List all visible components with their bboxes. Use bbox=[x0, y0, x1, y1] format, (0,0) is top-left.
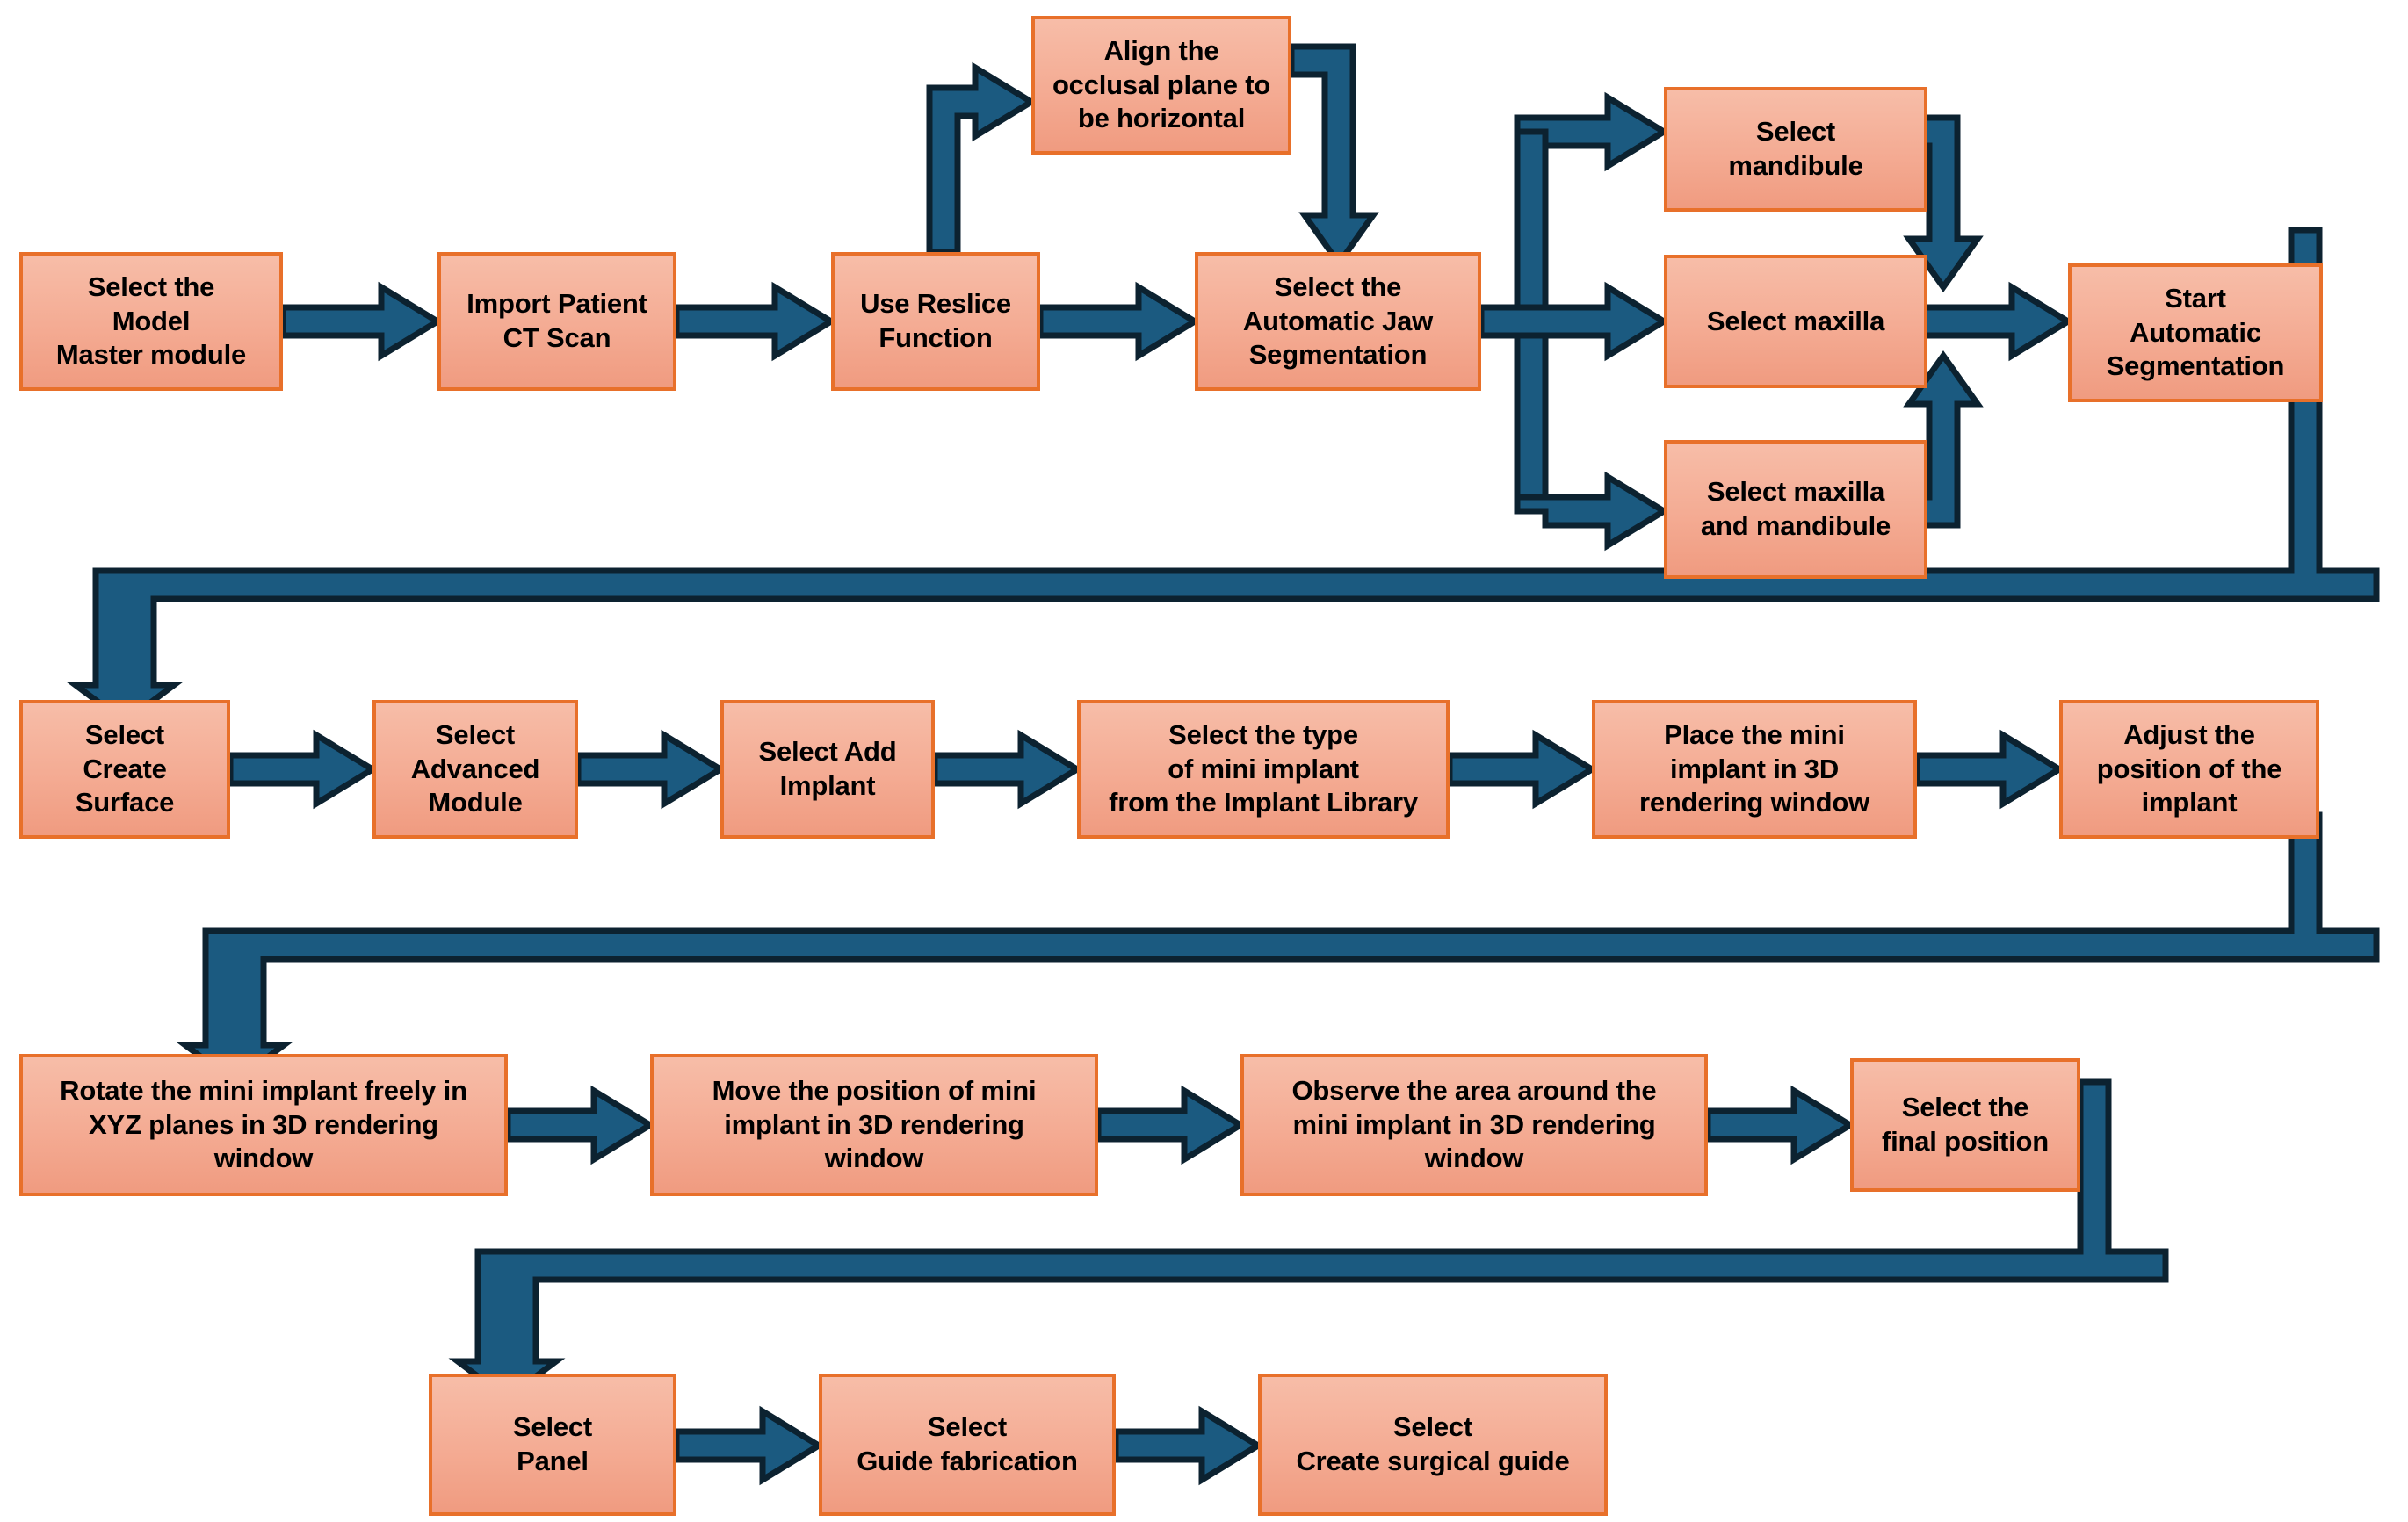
connector-arrow-n12-n13 bbox=[931, 729, 1083, 810]
process-node-align-occlusal-plane[interactable]: Align the occlusal plane to be horizonta… bbox=[1031, 16, 1291, 155]
process-node-import-patient-ct-scan[interactable]: Import Patient CT Scan bbox=[437, 252, 676, 391]
connector-branch-arm-mid bbox=[1478, 281, 1670, 362]
process-node-select-guide-fabrication[interactable]: Select Guide fabrication bbox=[819, 1374, 1116, 1516]
process-node-select-maxilla[interactable]: Select maxilla bbox=[1664, 255, 1927, 388]
process-node-select-add-implant[interactable]: Select Add Implant bbox=[720, 700, 935, 839]
process-node-select-panel[interactable]: Select Panel bbox=[429, 1374, 676, 1516]
process-node-rotate-mini-implant-xyz[interactable]: Rotate the mini implant freely in XYZ pl… bbox=[19, 1054, 508, 1196]
connector-arrow-n1-n2 bbox=[279, 281, 444, 362]
process-node-select-final-position[interactable]: Select the final position bbox=[1850, 1058, 2080, 1192]
process-node-adjust-position-of-implant[interactable]: Adjust the position of the implant bbox=[2059, 700, 2319, 839]
process-node-place-mini-implant-3d[interactable]: Place the mini implant in 3D rendering w… bbox=[1592, 700, 1917, 839]
connector-arrow-n16-n17 bbox=[504, 1085, 656, 1165]
process-node-use-reslice-function[interactable]: Use Reslice Function bbox=[831, 252, 1040, 391]
connector-arrow-n17-n18 bbox=[1095, 1085, 1247, 1165]
process-node-select-create-surface[interactable]: Select Create Surface bbox=[19, 700, 230, 839]
process-node-observe-area-around-mini-implant[interactable]: Observe the area around the mini implant… bbox=[1240, 1054, 1708, 1196]
connector-elbow-n4-n5 bbox=[1288, 43, 1379, 270]
connector-arrow-n13-n14 bbox=[1446, 729, 1598, 810]
connector-arrow-n3-n5 bbox=[1037, 281, 1201, 362]
process-node-select-type-of-mini-implant[interactable]: Select the type of mini implant from the… bbox=[1077, 700, 1450, 839]
process-node-start-automatic-segmentation[interactable]: Start Automatic Segmentation bbox=[2068, 263, 2323, 402]
connector-branch-arm-top bbox=[1514, 91, 1670, 172]
connector-arrow-n10-n11 bbox=[227, 729, 379, 810]
connector-arrow-merge-to-start bbox=[1901, 281, 2074, 362]
process-node-select-advanced-module[interactable]: Select Advanced Module bbox=[372, 700, 578, 839]
connector-arrow-n20-n21 bbox=[673, 1405, 825, 1486]
process-node-select-create-surgical-guide[interactable]: Select Create surgical guide bbox=[1258, 1374, 1608, 1516]
connector-arrow-n14-n15 bbox=[1913, 729, 2065, 810]
process-node-move-position-of-mini-implant[interactable]: Move the position of mini implant in 3D … bbox=[650, 1054, 1098, 1196]
connector-arrow-n2-n3 bbox=[673, 281, 837, 362]
connector-arrow-n21-n22 bbox=[1112, 1405, 1264, 1486]
connector-arrow-n11-n12 bbox=[575, 729, 727, 810]
connector-wrap-row2-to-row3 bbox=[176, 811, 2380, 1086]
connector-arrow-n18-n19 bbox=[1704, 1085, 1856, 1165]
connector-branch-trunk bbox=[1514, 128, 1549, 515]
connector-branch-arm-bottom bbox=[1514, 471, 1670, 552]
process-node-select-mandibule[interactable]: Select mandibule bbox=[1664, 87, 1927, 212]
process-node-select-maxilla-and-mandibule[interactable]: Select maxilla and mandibule bbox=[1664, 440, 1927, 579]
connector-elbow-n3-n4 bbox=[926, 61, 1038, 256]
process-node-select-model-master-module[interactable]: Select the Model Master module bbox=[19, 252, 283, 391]
process-node-select-automatic-jaw-segmentation[interactable]: Select the Automatic Jaw Segmentation bbox=[1195, 252, 1481, 391]
